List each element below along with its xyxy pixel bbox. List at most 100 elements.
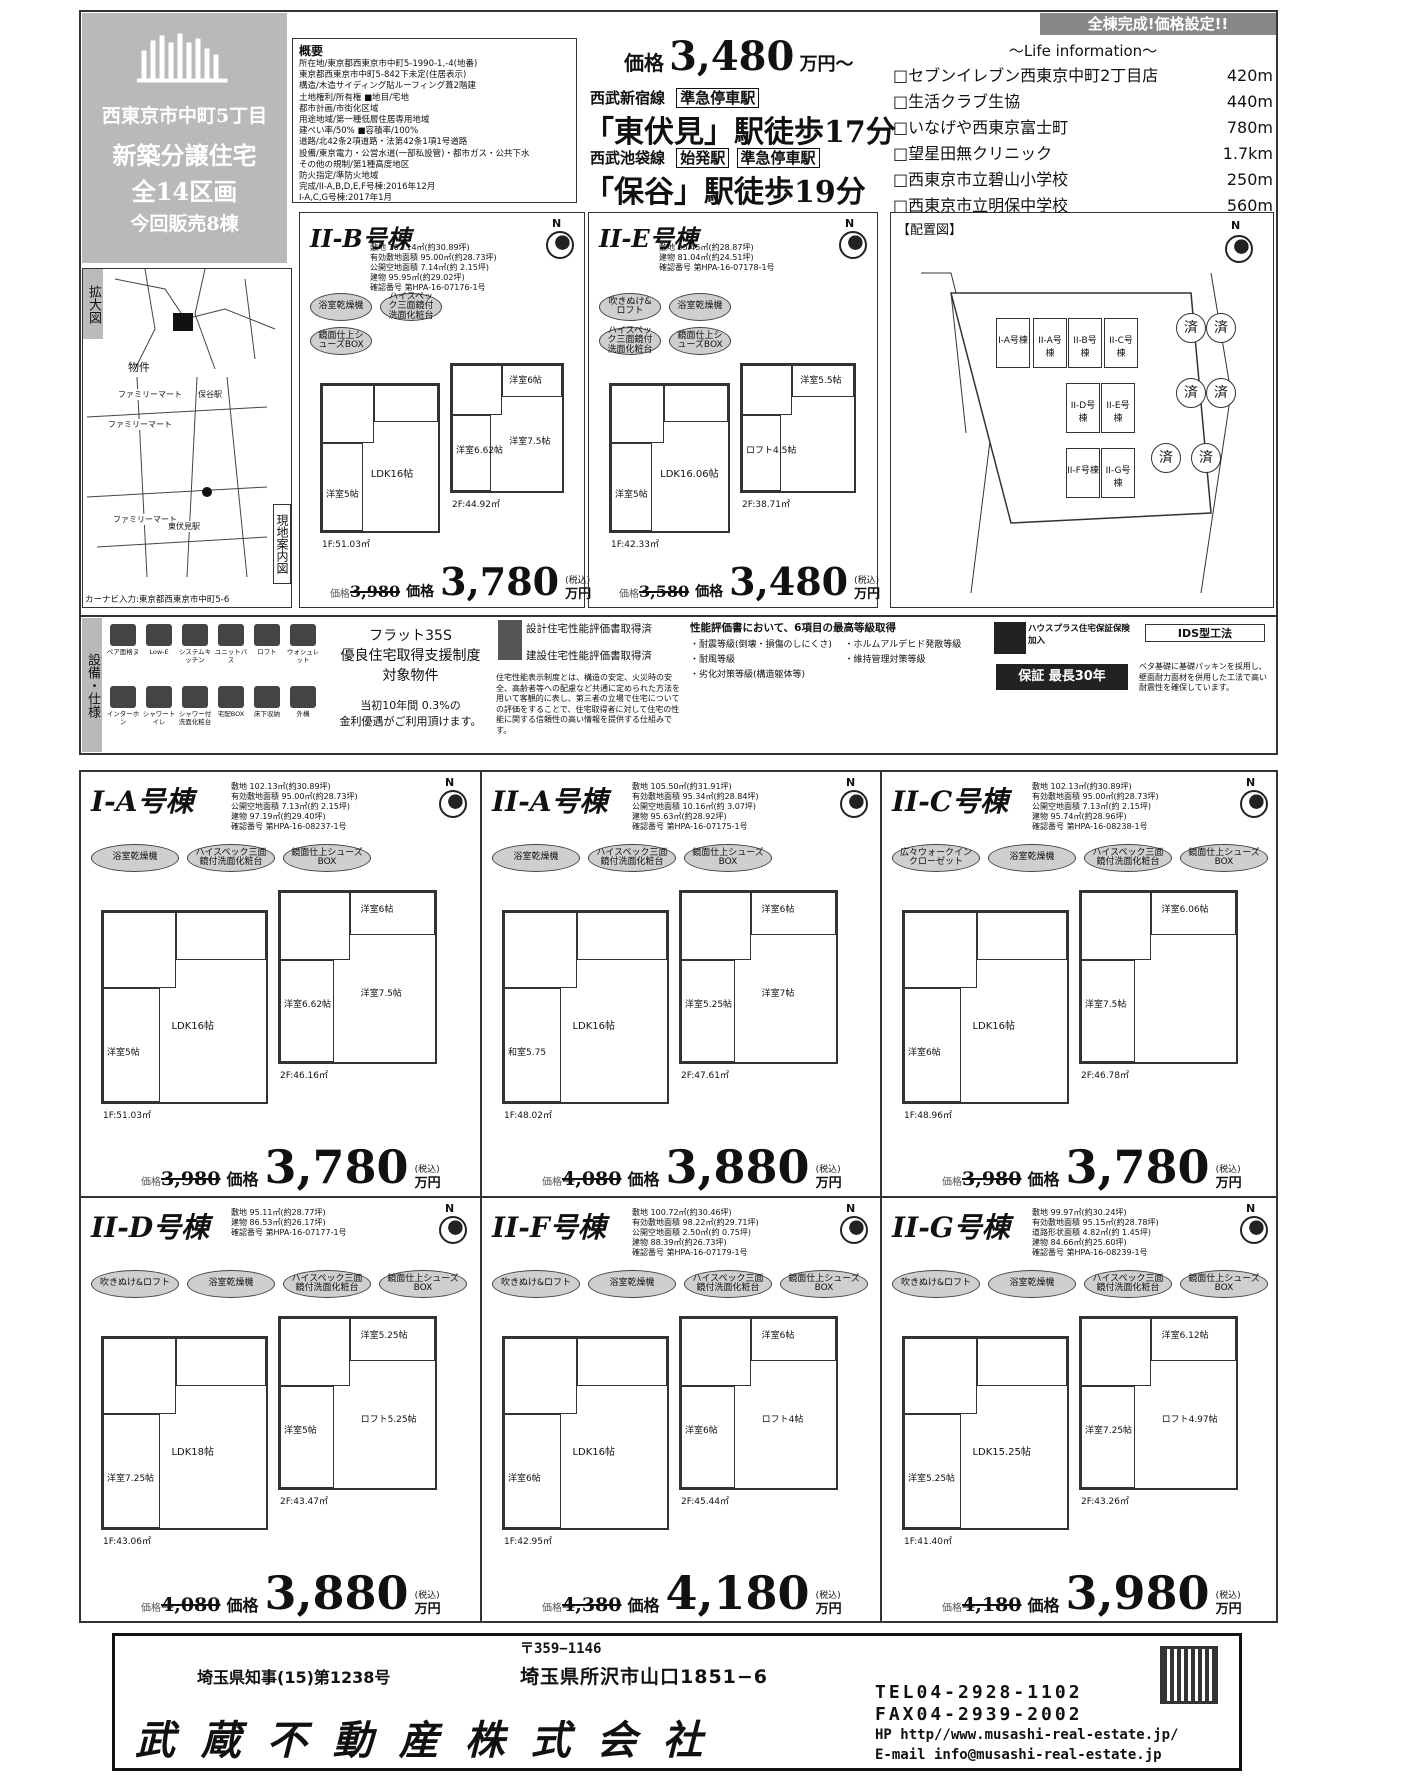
eval-icon: [498, 620, 522, 660]
room-label: 洋室6帖: [761, 905, 795, 916]
unit-specs: 敷地 95.11㎡(約28.77坪)建物 86.53㎡(約26.17坪)確認番号…: [231, 1208, 431, 1238]
headline-price-value: 3,480: [669, 33, 795, 80]
old-price-label: 価格: [141, 1177, 161, 1188]
site-lot: II-A号棟: [1033, 318, 1067, 368]
room-label: 洋室6帖: [509, 375, 542, 386]
floor-plan-2f: 洋室5.5帖ロフト4.5帖: [740, 363, 856, 493]
unit-spec-line: 敷地 95.45㎡(約28.87坪): [659, 243, 754, 252]
room-label: 洋室5.25帖: [685, 1000, 733, 1011]
room-label: 洋室6帖: [508, 1474, 541, 1484]
unit-specs: 敷地 102.13㎡(約30.89坪)有効敷地面積 95.00㎡(約28.73坪…: [1032, 782, 1232, 832]
old-price: 価格4,380: [542, 1594, 622, 1616]
floor-plan-2f: 洋室6帖洋室5.25帖洋室7帖: [679, 890, 838, 1064]
site-lot: I-A号棟: [996, 318, 1030, 368]
room-label: 洋室6.12帖: [1161, 1331, 1209, 1342]
line2-tag2: 準急停車駅: [736, 148, 820, 168]
feature-icon-cell: インターホン: [106, 686, 140, 744]
overview-row: I-A,C,G号棟:2017年1月: [299, 193, 393, 204]
old-price: 価格3,980: [942, 1168, 1022, 1190]
price-label: 価格: [1027, 1170, 1060, 1189]
unit-spec-line: 確認番号 第HPA-16-07178-1号: [659, 263, 775, 272]
floor-plan-2f: 洋室6帖洋室6.62帖洋室7.5帖: [278, 890, 437, 1064]
footer-hp[interactable]: HP http//www.musashi-real-estate.jp/: [875, 1727, 1179, 1743]
sold-badge: 済: [1151, 443, 1181, 473]
map-property-label: 物件: [128, 361, 150, 374]
unit-spec-line: 確認番号 第HPA-16-07175-1号: [632, 822, 748, 831]
old-price-value: 3,580: [639, 582, 690, 601]
floor-plan-2f: 洋室6.12帖洋室7.25帖ロフト4.97帖: [1079, 1316, 1238, 1490]
title-line4: 今回販売8棟: [130, 213, 239, 235]
unit-spec-line: 有効敷地面積 95.00㎡(約28.73坪): [370, 253, 497, 262]
feature-icon-label: 宅配BOX: [217, 710, 245, 718]
logo: [136, 31, 232, 86]
price-label: 価格: [695, 584, 724, 600]
overview-row: 建ぺい率/50% ■容積率/100%: [299, 126, 419, 137]
line2-rail: 西武池袋線: [590, 149, 666, 167]
floor-area-2f: 2F:46.78㎡: [1081, 1071, 1130, 1081]
ids-panel: IDS型工法 ベタ基礎に基礎パッキンを採用し、壁面耐力面材を併用した工法で高い耐…: [1135, 618, 1275, 752]
room-label: 洋室6.62帖: [456, 446, 504, 457]
unit-spec-line: 建物 86.53㎡(約26.17坪): [231, 1218, 326, 1227]
feature-badge: ハイスペック三面鏡付洗面化粧台: [1084, 844, 1172, 872]
unit-spec-line: 建物 84.66㎡(約25.60坪): [1032, 1238, 1127, 1247]
feature-badge: 浴室乾燥機: [988, 1270, 1076, 1298]
landmark-label: ファミリーマート: [108, 419, 172, 430]
life-info-name: □西東京市立明保中学校: [893, 196, 1069, 215]
life-info-name: □いなげや西東京富士町: [893, 118, 1069, 137]
feature-badge: 浴室乾燥機: [91, 844, 179, 872]
house-plus-logo: [994, 622, 1026, 654]
footer-email[interactable]: E-mail info@musashi-real-estate.jp: [875, 1747, 1162, 1763]
life-info-name: □生活クラブ生協: [893, 92, 1021, 111]
floor-area-2f: 2F:43.26㎡: [1081, 1497, 1130, 1507]
ldk-label: LDK15.25帖: [972, 1446, 1031, 1458]
unit-spec-line: 敷地 102.13㎡(約30.89坪): [231, 782, 331, 791]
station1: 「東伏見」駅徒歩17分: [584, 115, 896, 150]
guide-map: [87, 377, 267, 577]
price-value: 3,780: [264, 1140, 409, 1194]
price-unit: 万円: [414, 1176, 441, 1191]
floor-area-2f: 2F:47.61㎡: [681, 1071, 730, 1081]
landmark-label: 保谷駅: [198, 389, 222, 400]
price-value: 3,880: [264, 1566, 409, 1620]
floor-plan-2f: 洋室5.25帖洋室5帖ロフト5.25帖: [278, 1316, 437, 1490]
floor-plan-1f: LDK16帖和室5.75: [502, 910, 669, 1104]
floor-area-1f: 1F:42.33㎡: [611, 540, 660, 550]
feature-icon-cell: 外構: [286, 686, 320, 744]
unit-card-II-F: II-F号棟敷地 100.72㎡(約30.46坪)有効敷地面積 98.22㎡(約…: [482, 1198, 880, 1622]
footer-company: 武 蔵 不 動 産 株 式 会 社: [135, 1717, 709, 1764]
floor-area-2f: 2F:38.71㎡: [742, 500, 791, 510]
feature-icon: [182, 624, 208, 646]
overview-row: 防火指定/準防火地域: [299, 171, 379, 182]
unit-spec-line: 有効敷地面積 95.00㎡(約28.73坪): [231, 792, 358, 801]
feature-icon-label: ユニットバス: [214, 648, 248, 664]
flat35-line: 金利優遇がご利用頂けます。: [339, 715, 482, 728]
feature-badge: 鏡面仕上シューズBOX: [283, 844, 371, 872]
old-price: 価格4,080: [542, 1168, 622, 1190]
room-label: 洋室6帖: [761, 1331, 795, 1342]
price-label: 価格: [406, 584, 435, 600]
price-tax: (税込): [414, 1591, 440, 1601]
floor-plan-1f: LDK16.06帖洋室5帖: [609, 383, 730, 533]
unit-card-II-A: II-A号棟敷地 105.50㎡(約31.91坪)有効敷地面積 95.34㎡(約…: [482, 772, 880, 1196]
feature-badge: 吹きぬけ&ロフト: [892, 1270, 980, 1298]
feature-icon: [290, 686, 316, 708]
old-price-label: 価格: [542, 1177, 562, 1188]
old-price-label: 価格: [942, 1177, 962, 1188]
feature-badge: ハイスペック三面鏡付洗面化粧台: [599, 326, 661, 355]
price-tax: (税込): [854, 576, 880, 586]
floor-area-1f: 1F:41.40㎡: [904, 1537, 953, 1547]
floor-plan-1f: LDK16帖洋室6帖: [902, 910, 1069, 1104]
site-lot: II-G号棟: [1101, 448, 1135, 498]
overview-row: 土地権利/所有権 ■地目/宅地: [299, 92, 409, 103]
overview-row: 設備/東京電力・公営水道(一部私設管)・都市ガス・公共下水: [299, 148, 530, 159]
unit-spec-line: 公開空地面積 7.14㎡(約 2.15坪): [370, 263, 489, 272]
unit-specs: 敷地 102.14㎡(約30.89坪)有効敷地面積 95.00㎡(約28.73坪…: [370, 243, 550, 293]
site-lot-label: II-G号棟: [1105, 466, 1131, 489]
floor-area-1f: 1F:51.03㎡: [103, 1111, 152, 1121]
north-compass-icon: [546, 231, 574, 259]
